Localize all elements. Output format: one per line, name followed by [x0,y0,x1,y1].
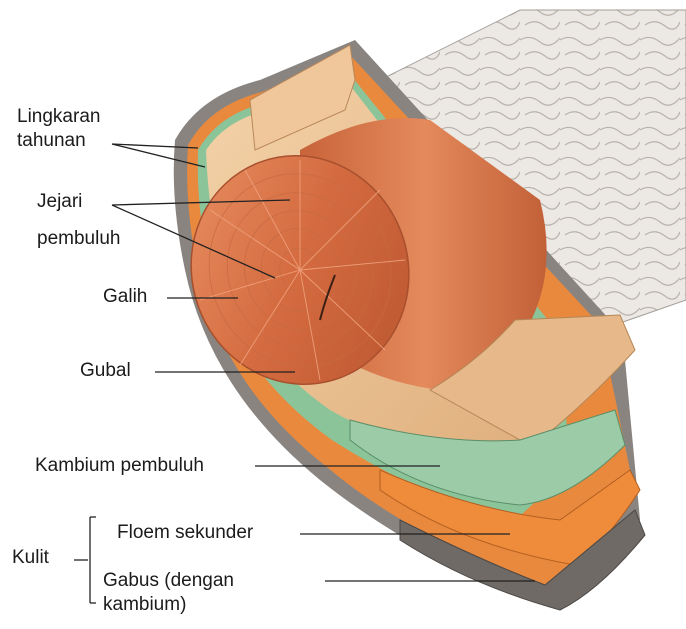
label-lingkaran-line2: tahunan [17,130,86,152]
label-kambium-pembuluh: Kambium pembuluh [35,455,204,477]
label-floem-sekunder: Floem sekunder [117,522,253,544]
label-gabus-line1: Gabus (dengan [103,570,234,592]
label-gabus-line2: kambium) [103,594,186,616]
label-galih: Galih [103,286,147,308]
label-lingkaran-line1: Lingkaran [17,106,100,128]
label-jejari-line2: pembuluh [37,228,120,250]
label-kulit: Kulit [12,547,49,569]
label-jejari-line1: Jejari [37,191,82,213]
label-gubal: Gubal [80,360,131,382]
